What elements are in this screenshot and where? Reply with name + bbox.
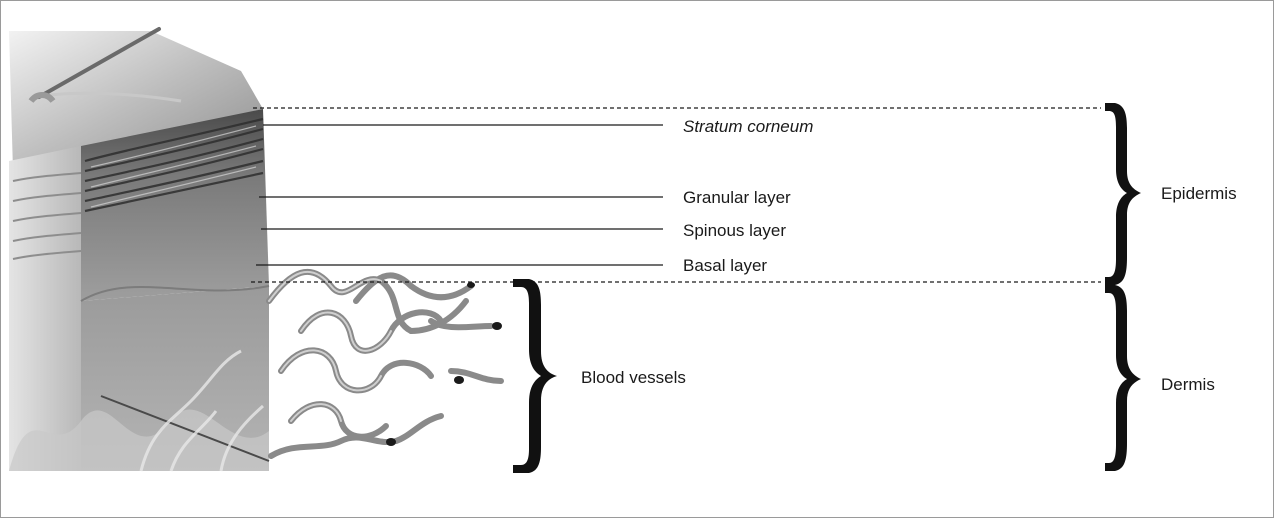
granular-layer-label: Granular layer — [683, 188, 791, 207]
basal-layer-label: Basal layer — [683, 256, 767, 275]
braces — [513, 103, 1141, 473]
blood-vessel-network — [269, 272, 501, 456]
dermis-brace — [1105, 285, 1141, 471]
epidermis-label: Epidermis — [1161, 184, 1237, 203]
stratum-corneum-label: Stratum corneum — [683, 117, 813, 136]
blood-vessels-brace — [513, 279, 557, 473]
leader-lines — [251, 108, 1101, 282]
epidermis-brace — [1105, 103, 1141, 285]
blood-vessels-label: Blood vessels — [581, 368, 686, 387]
dermis-label: Dermis — [1161, 375, 1215, 394]
spinous-layer-label: Spinous layer — [683, 221, 786, 240]
skin-illustration — [9, 29, 502, 471]
